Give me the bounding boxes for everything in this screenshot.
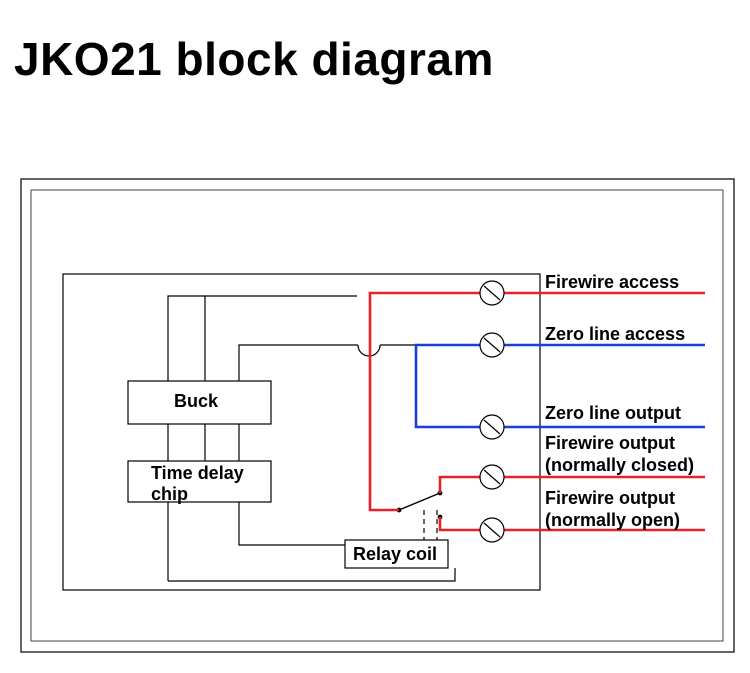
- terminal-label-fire-output-nc-note: (normally closed): [545, 455, 694, 475]
- outer-frame: [20, 178, 735, 653]
- terminal-screws: [479, 280, 505, 543]
- time-delay-block: [127, 460, 272, 503]
- terminal-label-fire-output-nc: Firewire output: [545, 433, 675, 453]
- terminal-label-fire-output-no: Firewire output: [545, 488, 675, 508]
- time-delay-label-line1: Time delay: [151, 463, 244, 483]
- terminal-label-zero-output: Zero line output: [545, 403, 681, 423]
- terminal-label-fire-access: Firewire access: [545, 272, 679, 292]
- screw-icon: [479, 280, 505, 306]
- screw-icon: [479, 332, 505, 358]
- time-delay-label-line2: chip: [151, 484, 188, 504]
- fire-line: [368, 291, 705, 532]
- screw-icon: [479, 464, 505, 490]
- buck-block: [127, 380, 272, 425]
- module-enclosure: [62, 273, 541, 591]
- internal-wiring: [167, 295, 456, 582]
- zero-line: [414, 343, 705, 429]
- page-title: JKO21 block diagram: [14, 33, 494, 85]
- buck-label: Buck: [174, 391, 219, 411]
- relay-coil-label: Relay coil: [353, 544, 437, 564]
- terminal-label-fire-output-no-note: (normally open): [545, 510, 680, 530]
- inner-frame: [30, 189, 724, 642]
- screw-icon: [479, 517, 505, 543]
- relay-coil-block: [344, 539, 449, 569]
- screw-icon: [479, 414, 505, 440]
- switch-contact: [398, 492, 441, 511]
- terminal-label-zero-access: Zero line access: [545, 324, 685, 344]
